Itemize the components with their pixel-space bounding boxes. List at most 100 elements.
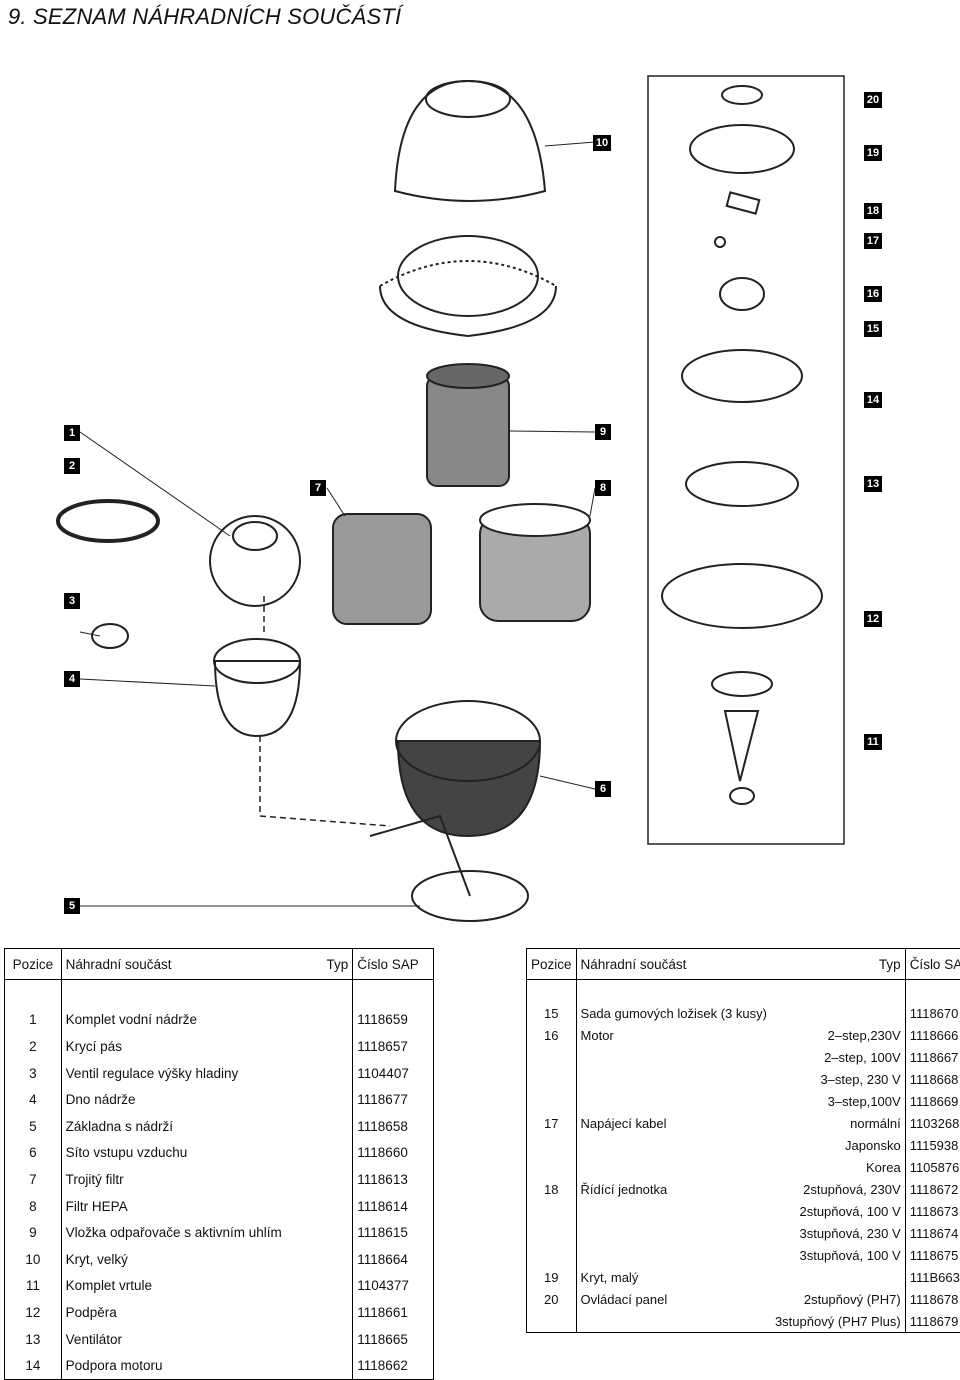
cell-pos: 6 xyxy=(5,1140,62,1167)
callout-19: 19 xyxy=(864,145,882,161)
callout-17: 17 xyxy=(864,233,882,249)
cell-sap: 1118673 xyxy=(905,1200,960,1222)
callout-20: 20 xyxy=(864,92,882,108)
cell-sap: 1118674 xyxy=(905,1222,960,1244)
cell-pos: 3 xyxy=(5,1060,62,1087)
cell-typ xyxy=(318,1193,353,1220)
cell-sap: 1118665 xyxy=(353,1326,434,1353)
cell-typ xyxy=(318,1166,353,1193)
cell-typ xyxy=(318,1219,353,1246)
cell-sap: 1118667 xyxy=(905,1046,960,1068)
callout-9: 9 xyxy=(595,424,611,440)
cell-name: Napájecí kabel xyxy=(576,1112,771,1134)
table-header-row: Pozice Náhradní součást Typ Číslo SAP xyxy=(5,949,434,980)
callout-7: 7 xyxy=(310,480,326,496)
callout-5: 5 xyxy=(64,898,80,914)
cell-pos: 2 xyxy=(5,1033,62,1060)
callout-8: 8 xyxy=(595,480,611,496)
table-spacer xyxy=(527,980,960,1003)
callout-13: 13 xyxy=(864,476,882,492)
callout-3: 3 xyxy=(64,593,80,609)
cell-typ xyxy=(318,1299,353,1326)
cell-pos: 11 xyxy=(5,1273,62,1300)
header-typ: Typ xyxy=(318,949,353,980)
cell-name: Ventilátor xyxy=(61,1326,318,1353)
header-typ: Typ xyxy=(771,949,905,980)
cell-typ: 3–step, 230 V xyxy=(771,1068,905,1090)
cell-pos xyxy=(527,1134,577,1156)
cell-sap: 111B663 xyxy=(905,1266,960,1288)
cell-name xyxy=(576,1134,771,1156)
cell-pos: 1 xyxy=(5,1007,62,1034)
cell-typ: Japonsko xyxy=(771,1134,905,1156)
cell-pos xyxy=(527,1244,577,1266)
cell-typ xyxy=(771,1266,905,1288)
cell-name: Filtr HEPA xyxy=(61,1193,318,1220)
cell-sap: 1118657 xyxy=(353,1033,434,1060)
header-name: Náhradní součást xyxy=(61,949,318,980)
cell-name: Sada gumových ložisek (3 kusy) xyxy=(576,1002,771,1024)
cell-sap: 1104377 xyxy=(353,1273,434,1300)
cell-typ xyxy=(318,1140,353,1167)
cell-name xyxy=(576,1222,771,1244)
cell-pos: 12 xyxy=(5,1299,62,1326)
cell-name xyxy=(576,1244,771,1266)
cell-sap: 1118670 xyxy=(905,1002,960,1024)
cell-sap: 1118613 xyxy=(353,1166,434,1193)
cell-pos: 5 xyxy=(5,1113,62,1140)
callout-4: 4 xyxy=(64,671,80,687)
cell-pos: 18 xyxy=(527,1178,577,1200)
parts-table-right: Pozice Náhradní součást Typ Číslo SAP 15… xyxy=(526,948,960,1333)
callout-6: 6 xyxy=(595,781,611,797)
cell-sap: 1118662 xyxy=(353,1352,434,1379)
cell-sap: 1118615 xyxy=(353,1219,434,1246)
cell-name: Komplet vodní nádrže xyxy=(61,1007,318,1034)
table-row: 3stupňový (PH7 Plus)1118679 xyxy=(527,1310,960,1333)
cell-sap: 1118660 xyxy=(353,1140,434,1167)
cell-name xyxy=(576,1310,771,1333)
cell-name: Trojitý filtr xyxy=(61,1166,318,1193)
header-pos: Pozice xyxy=(527,949,577,980)
cell-pos: 8 xyxy=(5,1193,62,1220)
cell-pos: 9 xyxy=(5,1219,62,1246)
cell-pos: 14 xyxy=(5,1352,62,1379)
cell-sap: 1118666 xyxy=(905,1024,960,1046)
callout-15: 15 xyxy=(864,321,882,337)
cell-sap: 1118669 xyxy=(905,1090,960,1112)
cell-name: Podpěra xyxy=(61,1299,318,1326)
cell-name xyxy=(576,1046,771,1068)
table-spacer xyxy=(5,980,434,1007)
cell-sap: 1118658 xyxy=(353,1113,434,1140)
cell-name: Komplet vrtule xyxy=(61,1273,318,1300)
cell-name: Motor xyxy=(576,1024,771,1046)
header-sap: Číslo SAP xyxy=(905,949,960,980)
callout-18: 18 xyxy=(864,203,882,219)
cell-sap: 1103268 xyxy=(905,1112,960,1134)
cell-name: Vložka odpařovače s aktivním uhlím xyxy=(61,1219,318,1246)
callout-2: 2 xyxy=(64,458,80,474)
cell-pos: 17 xyxy=(527,1112,577,1134)
exploded-parts-diagram xyxy=(0,36,960,936)
cell-sap: 1118672 xyxy=(905,1178,960,1200)
cell-typ: 2stupňová, 100 V xyxy=(771,1200,905,1222)
cell-name: Kryt, malý xyxy=(576,1266,771,1288)
cell-pos xyxy=(527,1090,577,1112)
callout-12: 12 xyxy=(864,611,882,627)
cell-typ: 3stupňový (PH7 Plus) xyxy=(771,1310,905,1333)
